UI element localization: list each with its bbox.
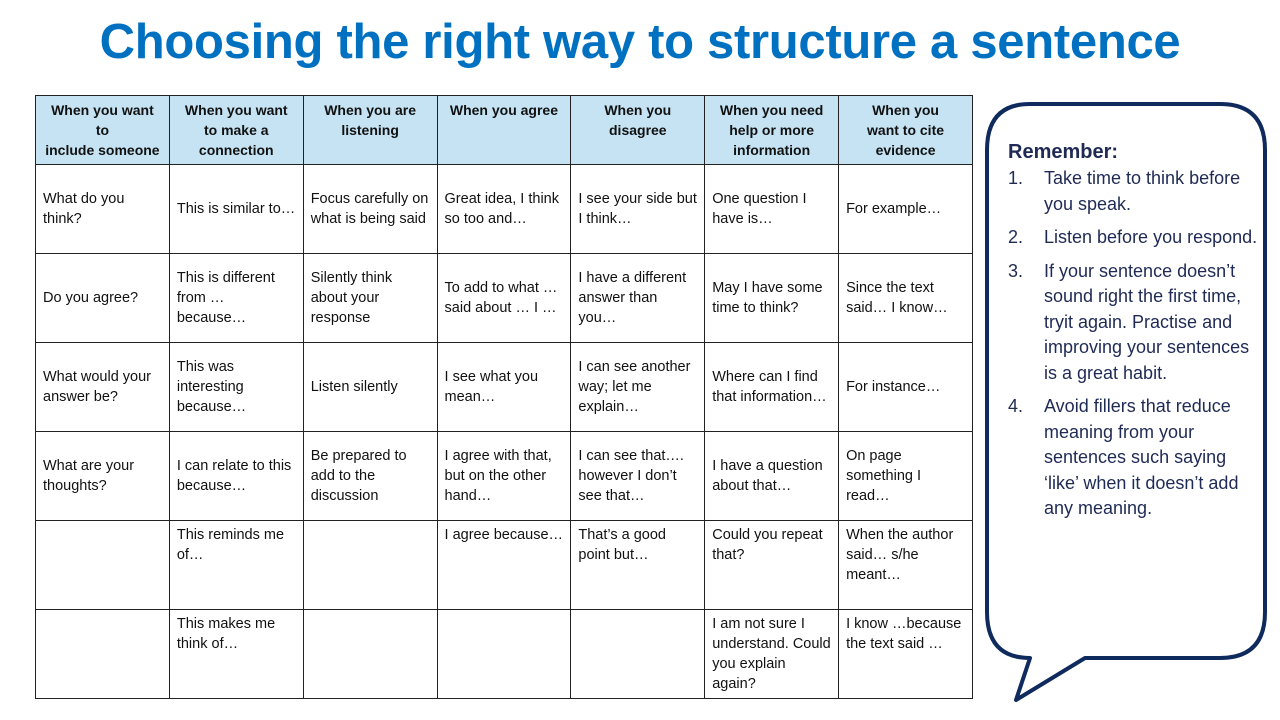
reminder-number: 2. (1008, 227, 1024, 247)
reminder-text: Take time to think before you speak. (1044, 168, 1241, 214)
table-cell: For example… (838, 164, 973, 254)
table-cell: I can see that…. however I don’t see tha… (570, 431, 706, 521)
table-cell (436, 609, 572, 699)
table-cell: Since the text said… I know… (838, 253, 973, 343)
reminder-heading: Remember: (1008, 141, 1119, 163)
table-row: What do you think?This is similar to…Foc… (35, 164, 973, 254)
table-cell: This reminds me of… (168, 520, 304, 610)
column-header: When you want to make a connection (168, 95, 304, 165)
table-cell: Where can I find that information… (704, 342, 840, 432)
table-cell (302, 609, 438, 699)
table-cell: Listen silently (302, 342, 438, 432)
table-cell: I agree with that, but on the other hand… (436, 431, 572, 521)
table-cell: I can see another way; let me explain… (570, 342, 706, 432)
table-cell: This is different from … because… (168, 253, 304, 343)
reminder-number: 3. (1008, 260, 1024, 281)
reminder-number: 1. (1008, 168, 1024, 188)
table-cell (35, 520, 170, 610)
table-cell: Could you repeat that? (704, 520, 840, 610)
reminder-list: 1. Take time to think before you speak. 2.… (1008, 166, 1258, 522)
reminder-text: If your sentence doesn’t sound right the… (1044, 260, 1250, 383)
table-cell: What are your thoughts? (35, 431, 170, 521)
table-cell: When the author said… s/he meant… (838, 520, 973, 610)
table-cell: I know …because the text said … (838, 609, 973, 699)
table-cell: What would your answer be? (35, 342, 170, 432)
table-cell: I have a question about that… (704, 431, 840, 521)
column-header: When you want to include someone (35, 95, 170, 165)
table-cell: One question I have is… (704, 164, 840, 254)
table-cell: I am not sure I understand. Could you ex… (704, 609, 840, 699)
slide-title: Choosing the right way to structure a se… (99, 15, 1181, 69)
table-row: This makes me think of… I am not sure I u… (35, 609, 973, 699)
table-cell: Do you agree? (35, 253, 170, 343)
table-cell (35, 609, 170, 699)
table-cell: Great idea, I think so too and… (436, 164, 572, 254)
table-row: Do you agree?This is different from … be… (35, 253, 973, 343)
reminder-box: Remember: 1. Take time to think before yo… (1008, 140, 1258, 522)
column-header: When you need help or more information (704, 95, 840, 165)
table-cell: I agree because… (436, 520, 572, 610)
table-cell: I can relate to this because… (168, 431, 304, 521)
table-cell: May I have some time to think? (704, 253, 840, 343)
table-cell: That’s a good point but… (570, 520, 706, 610)
table-cell (302, 520, 438, 610)
reminder-text: Listen before you respond. (1044, 227, 1258, 247)
table-row: What would your answer be?This was inter… (35, 342, 973, 432)
table-cell: This is similar to… (168, 164, 304, 254)
reminder-text: Avoid fillers that reduce meaning from y… (1044, 396, 1239, 518)
column-header: When you agree (436, 95, 572, 165)
table-row: What are your thoughts?I can relate to t… (35, 431, 973, 521)
table-cell: For instance… (838, 342, 973, 432)
table-row: This reminds me of… I agree because…That’… (35, 520, 973, 610)
reminder-item: 2. Listen before you respond. (1008, 225, 1258, 251)
table-cell: I see your side but I think… (570, 164, 706, 254)
reminder-item: 4. Avoid fillers that reduce meaning from… (1008, 394, 1258, 522)
table-cell: I see what you mean… (436, 342, 572, 432)
table-cell: What do you think? (35, 164, 170, 254)
table-cell: This was interesting because… (168, 342, 304, 432)
column-header: When you disagree (570, 95, 706, 165)
table-cell: Be prepared to add to the discussion (302, 431, 438, 521)
table-cell: This makes me think of… (168, 609, 304, 699)
table-cell (570, 609, 706, 699)
table-cell: Silently think about your response (302, 253, 438, 343)
table-cell: On page something I read… (838, 431, 973, 521)
column-header: When you want to cite evidence (838, 95, 973, 165)
reminder-number: 4. (1008, 396, 1024, 416)
reminder-item: 1. Take time to think before you speak. (1008, 166, 1258, 217)
table-cell: Focus carefully on what is being said (302, 164, 438, 254)
table-cell: To add to what … said about … I … (436, 253, 572, 343)
table-cell: I have a different answer than you… (570, 253, 706, 343)
column-header: When you are listening (302, 95, 438, 165)
reminder-item: 3. If your sentence doesn’t sound right t… (1008, 259, 1258, 387)
speech-bubble (985, 102, 1267, 702)
